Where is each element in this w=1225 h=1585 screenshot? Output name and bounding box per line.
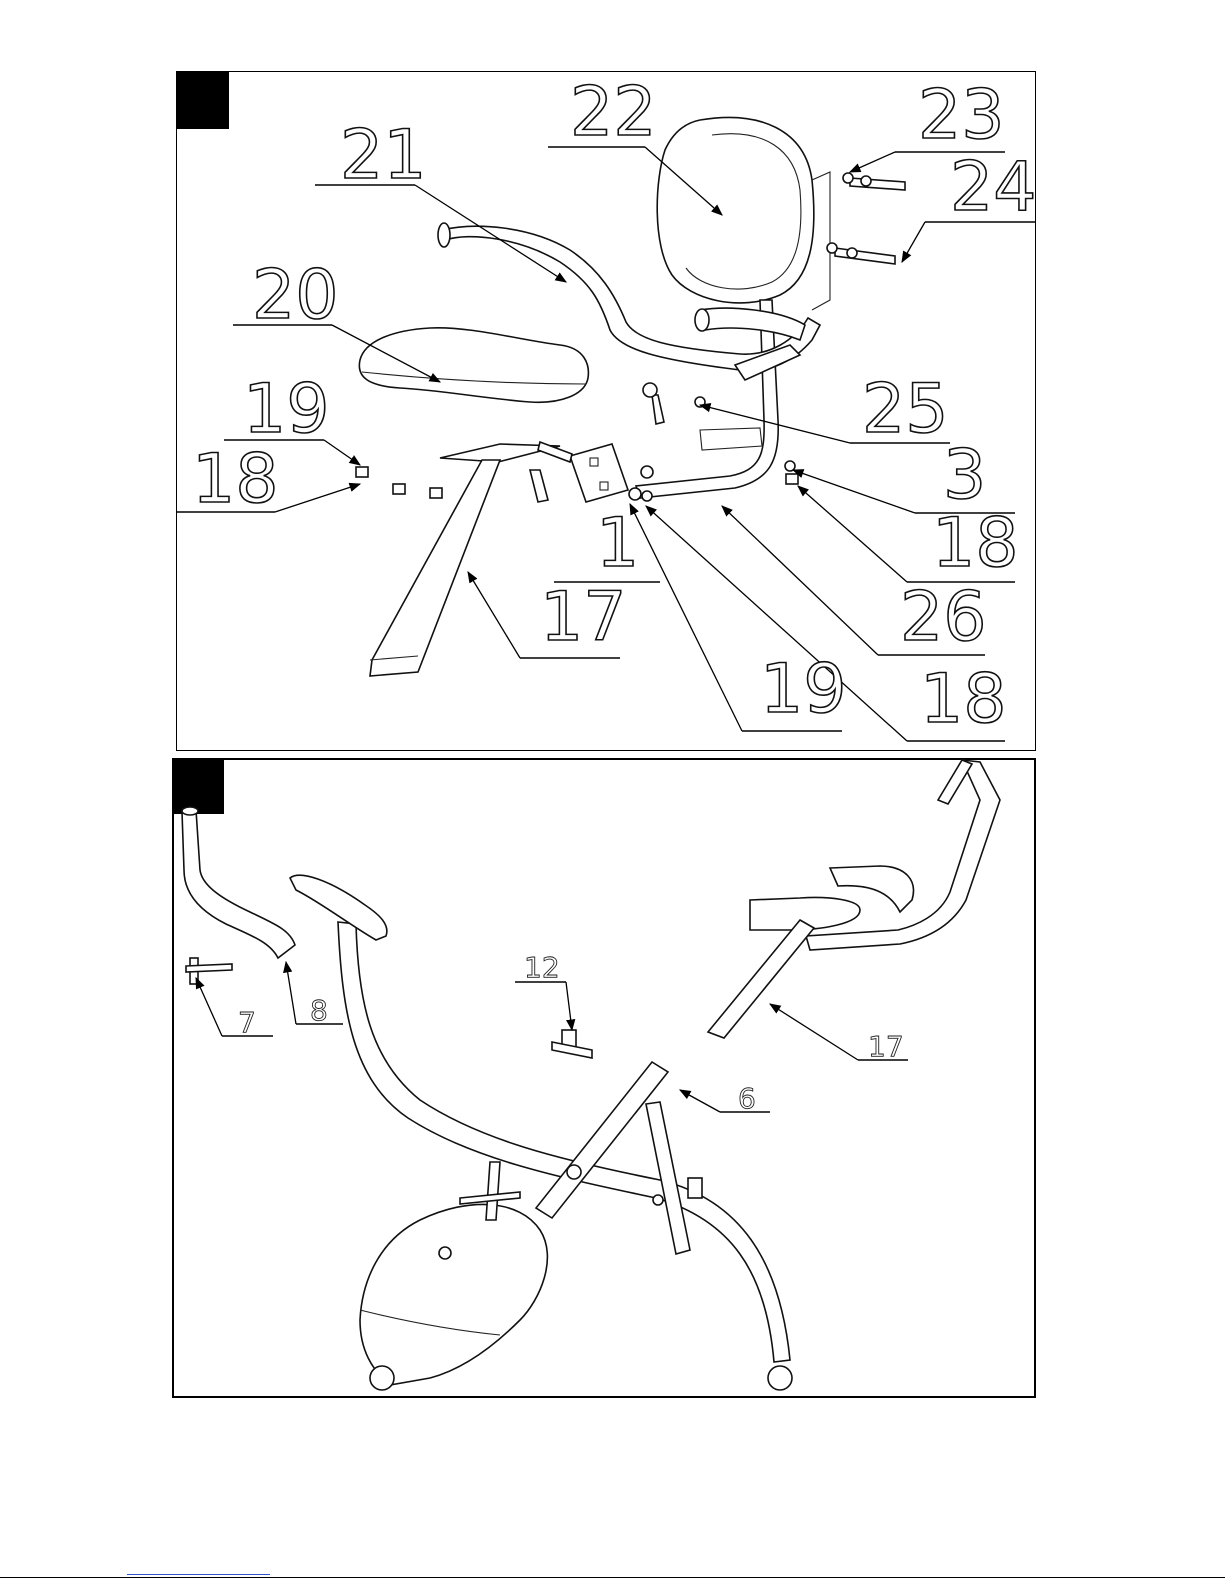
callout-12: 12 xyxy=(524,951,560,984)
callout-6: 6 xyxy=(738,1082,756,1115)
slide-bracket-part xyxy=(570,444,628,502)
callout-18-bottom: 18 xyxy=(920,660,1007,739)
seat-part xyxy=(359,328,588,402)
seat-assembly-part xyxy=(708,760,1000,1038)
callout-17-top: 17 xyxy=(540,578,627,657)
callout-25: 25 xyxy=(862,370,949,449)
footer-link-underline[interactable] xyxy=(127,1574,270,1575)
leaders-bottom xyxy=(196,962,908,1112)
callout-21: 21 xyxy=(340,116,427,195)
callout-19-left: 19 xyxy=(243,370,330,449)
callout-26: 26 xyxy=(900,578,987,657)
footer-rule xyxy=(0,1577,1225,1578)
callout-8: 8 xyxy=(310,994,328,1027)
callouts-top: 22 21 23 24 20 19 18 25 3 18 1 26 17 19 … xyxy=(192,73,1037,739)
callout-1: 1 xyxy=(596,504,639,583)
callout-23: 23 xyxy=(918,76,1005,155)
handlebar-tube-part xyxy=(182,807,295,958)
backrest-cushion-part xyxy=(657,118,830,311)
callout-18-left: 18 xyxy=(192,440,279,519)
flywheel-cover-part xyxy=(360,1162,547,1385)
callout-22: 22 xyxy=(570,73,657,152)
callout-17-bottom: 17 xyxy=(868,1030,904,1063)
callout-20: 20 xyxy=(252,256,339,335)
callout-19-bottom: 19 xyxy=(760,650,847,729)
crank-pin-part xyxy=(552,1030,592,1058)
callout-18-right: 18 xyxy=(932,504,1019,583)
callout-24: 24 xyxy=(950,148,1037,227)
callout-7: 7 xyxy=(238,1006,256,1039)
knob-bolt-part xyxy=(186,958,232,984)
